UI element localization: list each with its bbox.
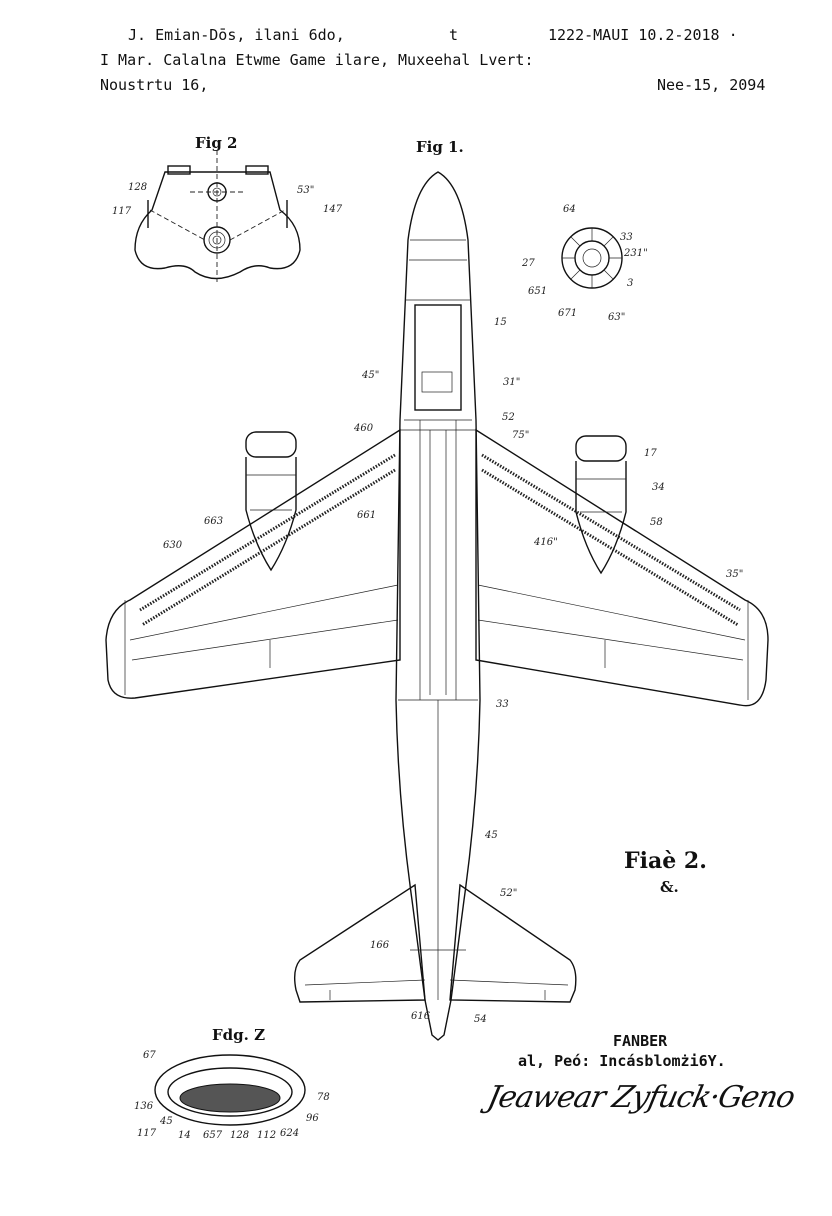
reference-numeral: 52 xyxy=(502,412,515,423)
fig-label-right-sub: &. xyxy=(660,878,679,896)
reference-numeral: 54 xyxy=(474,1014,487,1025)
attorney-line: al, Peó: Incásblomżi6Y. xyxy=(518,1052,726,1070)
reference-numeral: 35" xyxy=(726,569,743,580)
reference-numerals: 128 117 53" 147 64 33 27 231" 651 3 671 63" 15 45" 31"… xyxy=(112,182,743,1141)
left-engine xyxy=(245,431,297,572)
header-line3-left: Noustrtu 16, xyxy=(100,76,209,94)
right-engine xyxy=(575,435,627,575)
reference-numeral: 663 xyxy=(204,516,223,527)
fig-label-right: Fiaè 2. xyxy=(624,848,707,874)
header-line1-left: J. Emian-Dōs, ilani 6do, xyxy=(128,26,345,44)
reference-numeral: 460 xyxy=(353,423,374,434)
reference-numeral: 33 xyxy=(620,232,633,243)
reference-numeral: 117 xyxy=(137,1128,157,1139)
inventor-name: FANBER xyxy=(613,1032,668,1050)
reference-numeral: 33 xyxy=(496,699,509,710)
reference-numeral: 63" xyxy=(608,312,625,323)
reference-numeral: 45 xyxy=(159,1116,173,1127)
signature: Jeawear Zyfuck·Geno xyxy=(484,1080,798,1115)
reference-numeral: 416" xyxy=(533,537,558,548)
header-line1-right: 1222-MAUI 10.2-2018 · xyxy=(548,26,738,44)
reference-numeral: 112 xyxy=(257,1130,276,1141)
header-line1-mark: t xyxy=(449,26,459,44)
reference-numeral: 624 xyxy=(280,1128,299,1139)
header-line3-right: Nee-15, 2094 xyxy=(657,76,766,94)
reference-numeral: 45" xyxy=(361,370,379,381)
reference-numeral: 53" xyxy=(297,185,314,196)
reference-numeral: 231" xyxy=(623,248,648,259)
reference-numeral: 15 xyxy=(494,317,507,328)
reference-numeral: 630 xyxy=(163,540,183,551)
reference-numeral: 78 xyxy=(317,1092,330,1103)
fig-label-bottom: Fdg. Z xyxy=(212,1026,265,1044)
reference-numeral: 17 xyxy=(644,448,657,459)
reference-numeral: 45 xyxy=(484,830,498,841)
reference-numeral: 27 xyxy=(521,258,535,269)
reference-numeral: 117 xyxy=(112,206,132,217)
reference-numeral: 34 xyxy=(652,482,665,493)
aircraft-plan-view: Fig 1. xyxy=(105,138,769,1041)
fig-label-main: Fig 1. xyxy=(416,138,464,156)
front-view-figure: Fig 2 xyxy=(134,134,301,282)
reference-numeral: 64 xyxy=(563,204,576,215)
reference-numeral: 3 xyxy=(627,278,633,289)
reference-numeral: 136 xyxy=(134,1101,154,1112)
reference-numeral: 128 xyxy=(128,182,147,193)
reference-numeral: 96 xyxy=(306,1113,319,1124)
reference-numeral: 616 xyxy=(411,1011,431,1022)
reference-numeral: 147 xyxy=(323,204,343,215)
reference-numeral: 58 xyxy=(650,517,663,528)
reference-numeral: 52" xyxy=(500,888,517,899)
fig-label-top-left: Fig 2 xyxy=(195,134,238,152)
reference-numeral: 657 xyxy=(203,1130,223,1141)
reference-numeral: 14 xyxy=(178,1130,191,1141)
reference-numeral: 31" xyxy=(503,377,520,388)
reference-numeral: 75" xyxy=(512,430,529,441)
header-line2: I Mar. Calalna Etwme Game ilare, Muxeeha… xyxy=(100,51,534,69)
reference-numeral: 651 xyxy=(528,286,547,297)
intake-section-figure: Fdg. Z xyxy=(154,1026,306,1126)
reference-numeral: 661 xyxy=(357,510,376,521)
reference-numeral: 128 xyxy=(230,1130,249,1141)
reference-numeral: 166 xyxy=(370,940,390,951)
rear-view-figure xyxy=(561,227,623,289)
reference-numeral: 67 xyxy=(143,1050,156,1061)
reference-numeral: 671 xyxy=(558,308,577,319)
